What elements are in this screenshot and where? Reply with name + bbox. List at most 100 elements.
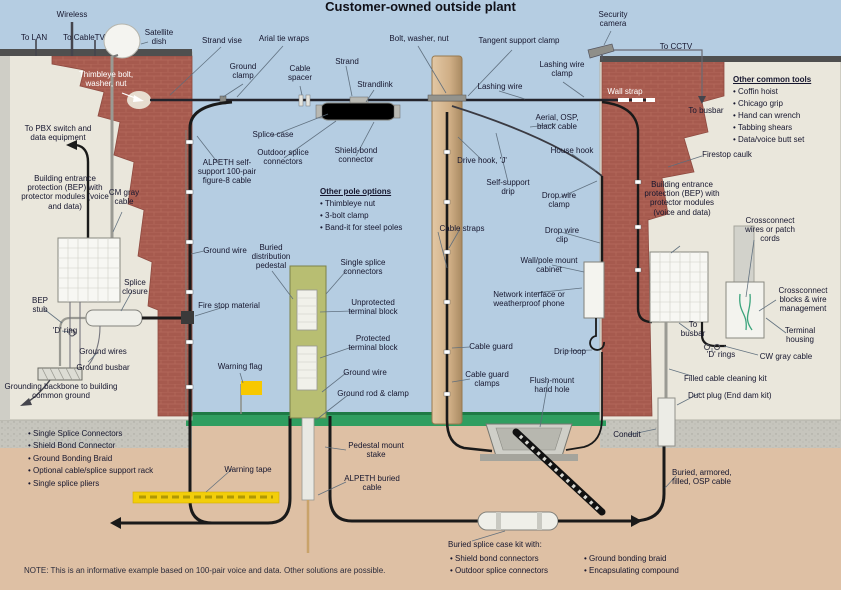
label-flush-mount-hand-hole: Flush-mount hand hole (529, 376, 575, 395)
buried-cable-right-run (328, 416, 478, 523)
security-camera-icon (587, 43, 615, 59)
cable-spacer-icon (298, 94, 304, 107)
footnote: NOTE: This is an informative example bas… (24, 566, 386, 575)
other-pole-options-box: Other pole options Thimbleye nut 3-bolt … (320, 186, 438, 234)
tool-item: Tabbing shears (733, 122, 839, 134)
label-cable-straps: Cable straps (439, 224, 485, 233)
bep-to-housing-cable (700, 322, 726, 348)
buried-splice-kit-right-list: Ground bonding braid Encapsulating compo… (584, 553, 712, 577)
label-single-splice-connectors: Single splice connectors (340, 258, 386, 277)
label-d-ring: 'D' ring (52, 326, 78, 335)
label-alpeth-self-support: ALPETH self-support 100-pair figure-8 ca… (197, 158, 257, 186)
right-bep-box (649, 251, 709, 323)
label-buried-distribution-pedestal: Buried distribution pedestal (251, 243, 291, 271)
label-protected-terminal-block: Protected terminal block (348, 334, 398, 353)
label-warning-tape: Warning tape (224, 465, 272, 474)
buried-cable-left-run (118, 416, 292, 525)
label-fire-stop-material: Fire stop material (198, 301, 260, 310)
label-ground-clamp: Ground clamp (229, 62, 257, 81)
kit-item: Shield Bond Connector (28, 440, 198, 452)
wall-strap-icon (618, 98, 629, 102)
label-bolt-washer-nut: Bolt, washer, nut (389, 34, 449, 43)
label-drive-hook: Drive hook, 'J' (457, 156, 507, 165)
label-alpeth-buried-cable: ALPETH buried cable (344, 474, 400, 493)
ground-busbar-icon (37, 367, 83, 381)
tool-item: Data/voice butt set (733, 134, 839, 146)
splice-kit-item: Outdoor splice connectors (450, 565, 578, 577)
right-building-brick-wall (601, 59, 725, 417)
label-strandlink: Strandlink (357, 80, 393, 89)
label-cw-gray-cable: CW gray cable (759, 352, 813, 361)
left-building-brick-wall (51, 55, 193, 417)
other-pole-options-title: Other pole options (320, 187, 392, 196)
label-duct-plug: Duct plug (End dam kit) (688, 391, 772, 400)
label-arial-tie-wraps: Arial tie wraps (258, 34, 310, 43)
other-common-tools-title: Other common tools (733, 75, 812, 84)
label-firestop-caulk: Firestop caulk (702, 150, 752, 159)
tool-item: Chicago grip (733, 98, 839, 110)
label-to-cabletv: To CableTV (63, 33, 105, 42)
distribution-pedestal (289, 265, 327, 419)
label-tangent-support-clamp: Tangent support clamp (478, 36, 560, 45)
label-d-rings: 'D' rings (706, 350, 736, 359)
label-wallpole-mount-cabinet: Wall/pole mount cabinet (520, 256, 578, 275)
satellite-dish-icon (103, 23, 141, 59)
kit-item: Single Splice Connectors (28, 428, 198, 440)
label-grounding-backbone: Grounding backbone to building common gr… (4, 382, 118, 401)
label-network-interface: Network interface or weatherproof phone (493, 290, 565, 309)
other-common-tools-box: Other common tools Coffin hoist Chicago … (733, 74, 839, 146)
drip-loop-cable (565, 318, 605, 451)
label-outdoor-splice-connectors: Outdoor splice connectors (257, 148, 309, 167)
label-bep-stub: BEP stub (31, 296, 48, 315)
terminal-housing-box (725, 281, 765, 339)
aerial-splice-case (319, 102, 397, 121)
label-drop-wire-clamp: Drop wire clamp (541, 191, 577, 210)
drop-wire (451, 105, 603, 177)
pole-bolt-icon (427, 94, 467, 102)
label-cable-spacer: Cable spacer (287, 64, 312, 83)
pole-option-item: Band-it for steel poles (320, 222, 438, 234)
right-wall-cable (601, 100, 653, 324)
left-roofline (0, 49, 192, 56)
pole-option-item: 3-bolt clamp (320, 210, 438, 222)
label-to-busbar-top: To busbar (688, 106, 724, 115)
label-drip-loop: Drip loop (553, 347, 586, 356)
label-cm-gray-cable: CM gray cable (108, 188, 140, 207)
label-strand: Strand (335, 57, 359, 66)
label-ground-busbar: Ground busbar (76, 363, 130, 372)
label-wall-strap: Wall strap (607, 87, 643, 96)
label-self-support-drip: Self-support drip (486, 178, 530, 197)
label-conduit: Conduit (613, 430, 641, 439)
label-ground-wire-left: Ground wire (203, 246, 247, 255)
page-title: Customer-owned outside plant (325, 0, 516, 14)
label-left-bep: Building entrance protection (BEP) with … (21, 174, 109, 211)
kit-item: Single splice pliers (28, 478, 198, 490)
pbx-cable (75, 143, 90, 240)
label-unprotected-terminal-block: Unprotected terminal block (348, 298, 398, 317)
label-right-bep: Building entrance protection (BEP) with … (644, 180, 720, 217)
label-thimbleye-bolt: Thimbleye bolt, washer, nut (78, 70, 134, 89)
tool-item: Hand can wrench (733, 110, 839, 122)
label-to-lan: To LAN (20, 33, 48, 42)
armored-cable (512, 428, 606, 516)
duct-plug-icon (657, 397, 676, 447)
label-aerial-osp-black-cable: Aerial, OSP, black cable (535, 113, 579, 132)
label-cable-guard: Cable guard (469, 342, 513, 351)
crossconnect-wires-icon (739, 293, 753, 331)
label-ground-wires: Ground wires (79, 347, 127, 356)
label-ground-rod-clamp: Ground rod & clamp (337, 389, 409, 398)
kit-item: Optional cable/splice support rack (28, 465, 198, 477)
label-wireless: Wireless (56, 10, 88, 19)
label-crossconnect-wires: Crossconnect wires or patch cords (745, 216, 795, 244)
buried-splice-case (477, 511, 559, 531)
label-satellite-dish: Satellite dish (144, 28, 174, 47)
network-interface-box (583, 261, 605, 319)
label-house-hook: House hook (550, 146, 594, 155)
label-ground-wire-pedestal: Ground wire (343, 368, 387, 377)
label-pedestal-mount-stake: Pedestal mount stake (348, 441, 404, 460)
pedestal-mount-stake-icon (301, 417, 315, 501)
label-splice-closure: Splice closure (122, 278, 148, 297)
strandlink-icon (349, 96, 369, 104)
label-warning-flag: Warning flag (217, 362, 263, 371)
